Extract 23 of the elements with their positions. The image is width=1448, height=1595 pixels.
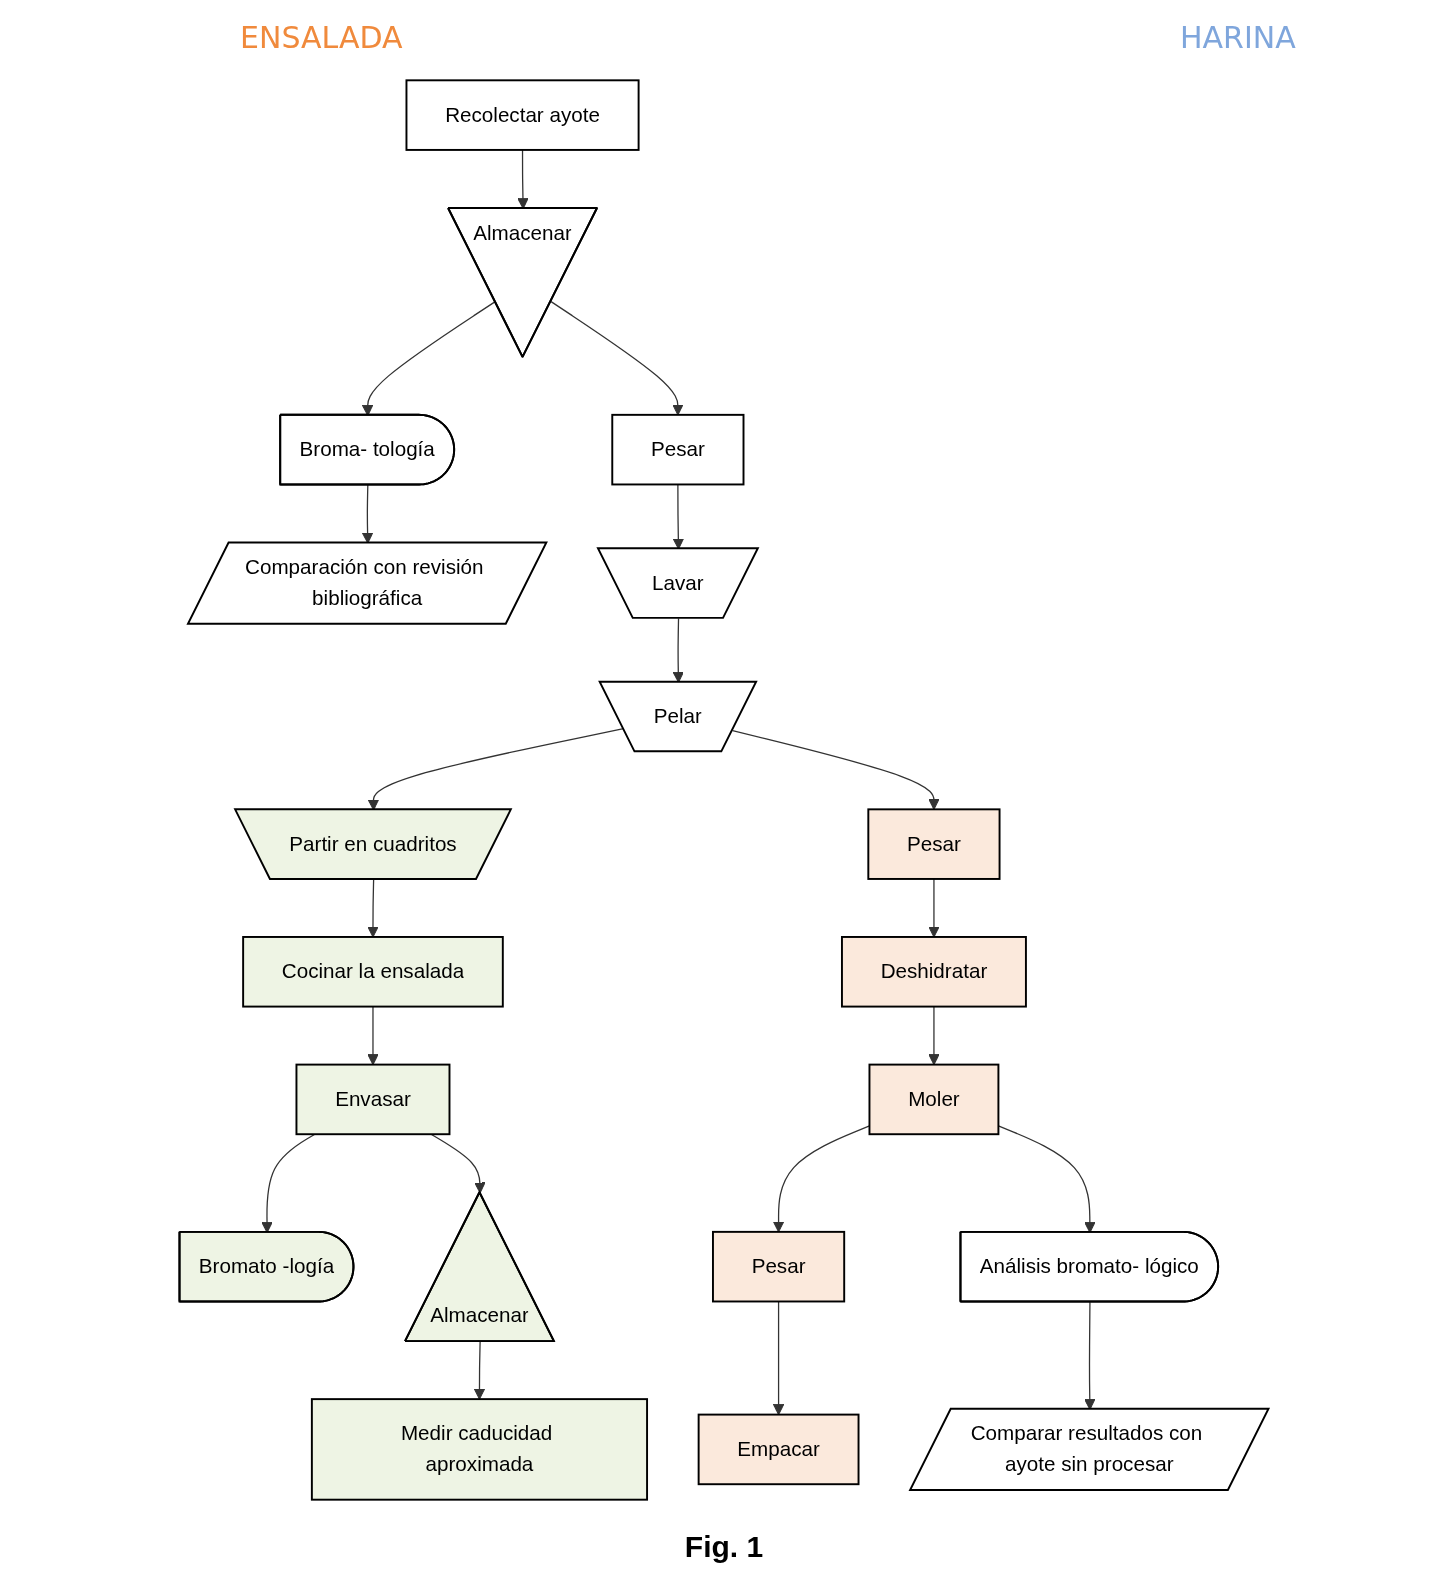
figure-caption: Fig. 1 xyxy=(683,1530,765,1564)
node-box: Deshidratar xyxy=(841,936,1027,1008)
arrow xyxy=(430,1133,486,1194)
arrow xyxy=(550,300,684,416)
arrow xyxy=(367,878,379,938)
node-box: Envasar xyxy=(295,1063,451,1136)
arrow xyxy=(361,300,496,416)
arrow xyxy=(928,1005,940,1066)
node-box: Recolectar ayote xyxy=(405,79,640,151)
arrow xyxy=(772,1300,785,1416)
section-label: ENSALADA xyxy=(240,20,403,55)
node-box: Moler xyxy=(868,1063,1000,1136)
arrow xyxy=(928,878,940,938)
arrow xyxy=(731,730,940,810)
node-box: Empacar xyxy=(697,1413,860,1486)
section-label: HARINA xyxy=(1180,20,1296,55)
arrow xyxy=(367,1005,379,1066)
node-box: Medir caducidad aproximada xyxy=(310,1398,649,1501)
arrow xyxy=(473,1341,486,1400)
node-box: Pesar xyxy=(867,808,1001,880)
node-box: Pesar xyxy=(712,1230,846,1303)
node-box: Pesar xyxy=(611,413,745,486)
node-box: Cocinar la ensalada xyxy=(242,936,504,1008)
